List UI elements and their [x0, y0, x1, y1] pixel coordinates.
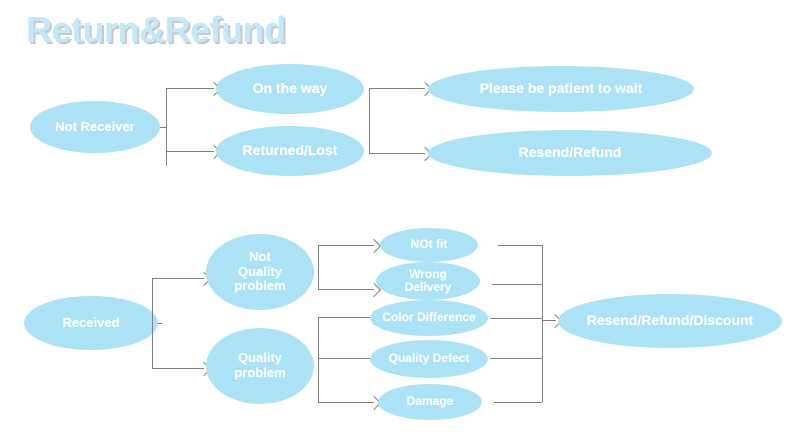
node-resend-refund: Resend/Refund — [428, 130, 712, 176]
connector-q-bus — [318, 317, 319, 402]
connector-nr-to-returnedlost — [166, 151, 214, 152]
node-not-fit: NOt fit — [380, 228, 478, 262]
node-quality-problem-line-2: problem — [234, 365, 286, 380]
connector-nq-bus — [318, 245, 319, 289]
arrowhead-nq-to-notfit — [366, 238, 382, 254]
connector-wrongdelivery-out — [492, 284, 542, 285]
connector-outcome-bus — [542, 245, 543, 402]
node-received-label: Received — [62, 314, 120, 330]
node-on-the-way: On the way — [216, 64, 364, 114]
node-quality-problem-line-1: Quality — [237, 350, 283, 366]
connector-rc-to-quality — [152, 368, 204, 369]
connector-bus-to-outcome — [542, 320, 556, 321]
node-damage: Damage — [378, 384, 482, 420]
connector-damage-out — [494, 402, 542, 403]
connector-q-to-colordifference — [318, 317, 374, 318]
node-wrong-delivery-label: Wrong Delivery — [376, 266, 480, 295]
connector-nr2-to-wait — [369, 88, 425, 89]
connector-nq-to-wrongdelivery — [318, 289, 374, 290]
connector-nr2-to-resend — [369, 153, 425, 154]
node-not-quality-problem-line-2: Quality — [237, 263, 283, 279]
node-quality-problem-label: Quality problem — [206, 351, 314, 380]
node-please-be-patient: Please be patient to wait — [428, 66, 694, 112]
node-not-quality-problem-line-1: Not — [249, 249, 271, 265]
connector-nq-to-notfit — [318, 245, 374, 246]
node-not-fit-label: NOt fit — [410, 237, 448, 252]
node-not-quality-problem-line-3: problem — [234, 278, 286, 294]
node-color-difference: Color Difference — [370, 300, 488, 336]
connector-q-to-damage — [318, 402, 374, 403]
node-color-difference-label: Color Difference — [382, 310, 476, 325]
node-quality-problem: Quality problem — [206, 328, 314, 404]
node-wrong-delivery-line-1: Wrong — [409, 266, 447, 281]
page-title: Return&Refund — [26, 9, 286, 50]
node-received: Received — [24, 296, 158, 350]
connector-colordifference-out — [490, 318, 542, 319]
connector-q-to-qualitydefect — [318, 358, 374, 359]
node-quality-defect: Quality Defect — [370, 340, 488, 378]
node-wrong-delivery: Wrong Delivery — [376, 262, 480, 300]
node-wrong-delivery-line-2: Delivery — [404, 280, 452, 294]
connector-nr2-bus — [369, 88, 370, 154]
connector-rc-bus — [152, 278, 153, 368]
connector-nr-to-ontheway — [166, 88, 214, 89]
connector-qualitydefect-out — [490, 358, 542, 359]
connector-rc-to-not-quality — [152, 278, 204, 279]
node-please-be-patient-label: Please be patient to wait — [479, 80, 643, 97]
node-returned-lost-label: Returned/Lost — [242, 142, 338, 159]
node-resend-refund-label: Resend/Refund — [518, 144, 622, 161]
node-not-quality-problem-label: Not Quality problem — [206, 249, 314, 294]
node-on-the-way-label: On the way — [252, 80, 328, 97]
connector-rc-root-out — [158, 323, 162, 324]
node-returned-lost: Returned/Lost — [216, 126, 364, 176]
connector-nr-root-out — [160, 127, 166, 128]
node-not-quality-problem: Not Quality problem — [206, 234, 314, 310]
connector-nr-bus — [166, 88, 167, 166]
node-not-receiver: Not Receiver — [30, 101, 160, 153]
node-quality-defect-label: Quality Defect — [388, 351, 470, 366]
node-damage-label: Damage — [406, 394, 454, 409]
node-resend-refund-discount: Resend/Refund/Discount — [558, 294, 782, 348]
node-not-receiver-label: Not Receiver — [55, 118, 135, 134]
node-resend-refund-discount-label: Resend/Refund/Discount — [586, 312, 754, 329]
connector-notfit-out — [498, 245, 542, 246]
